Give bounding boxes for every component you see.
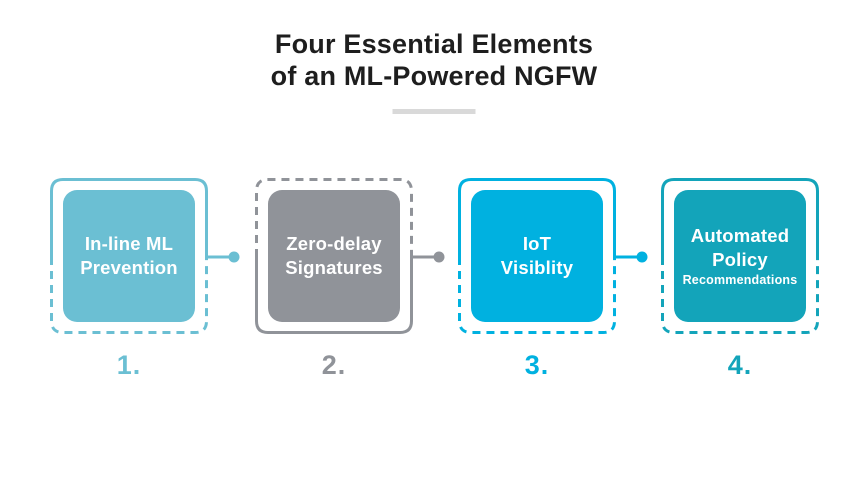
dashed-outline-1 xyxy=(50,178,208,334)
element-card-1: In-line ML Prevention 1. xyxy=(50,178,240,418)
element-card-2: Zero-delay Signatures 2. xyxy=(255,178,445,418)
step-number-1: 1. xyxy=(116,350,142,380)
card-1-label-line1: In-line ML xyxy=(84,233,174,254)
card-1: In-line ML Prevention xyxy=(63,190,195,322)
connector-dot-2 xyxy=(411,251,445,263)
dashed-outline-4 xyxy=(661,178,819,334)
card-3-label-line2: Visiblity xyxy=(500,257,574,278)
card-1-label-line2: Prevention xyxy=(80,257,178,278)
card-2-label-line1: Zero-delay xyxy=(286,233,382,254)
card-3: IoT Visiblity xyxy=(471,190,603,322)
element-card-4: Automated Policy Recommendations 4. xyxy=(661,178,819,418)
card-2-label-line2: Signatures xyxy=(285,257,383,278)
card-3-label-line1: IoT xyxy=(522,233,552,254)
card-4-label-sub: Recommendations xyxy=(682,273,798,287)
element-card-3: IoT Visiblity 3. xyxy=(458,178,648,418)
page-title-line2: of an ML-Powered NGFW xyxy=(270,61,598,91)
card-2: Zero-delay Signatures xyxy=(268,190,400,322)
step-number-3: 3. xyxy=(524,350,550,380)
dashed-outline-2 xyxy=(255,178,413,334)
card-4: Automated Policy Recommendations xyxy=(674,190,806,322)
connector-dot-3 xyxy=(614,251,648,263)
step-number-2: 2. xyxy=(321,350,347,380)
step-number-4: 4. xyxy=(727,350,753,380)
dashed-outline-3 xyxy=(458,178,616,334)
card-4-label-line1: Automated xyxy=(690,225,790,246)
card-4-label-line2: Policy xyxy=(712,249,768,270)
title-underline xyxy=(392,109,476,114)
page-title: Four Essential Elements of an ML-Powered… xyxy=(0,28,868,92)
connector-dot-1 xyxy=(206,251,240,263)
page-title-line1: Four Essential Elements xyxy=(274,29,594,59)
